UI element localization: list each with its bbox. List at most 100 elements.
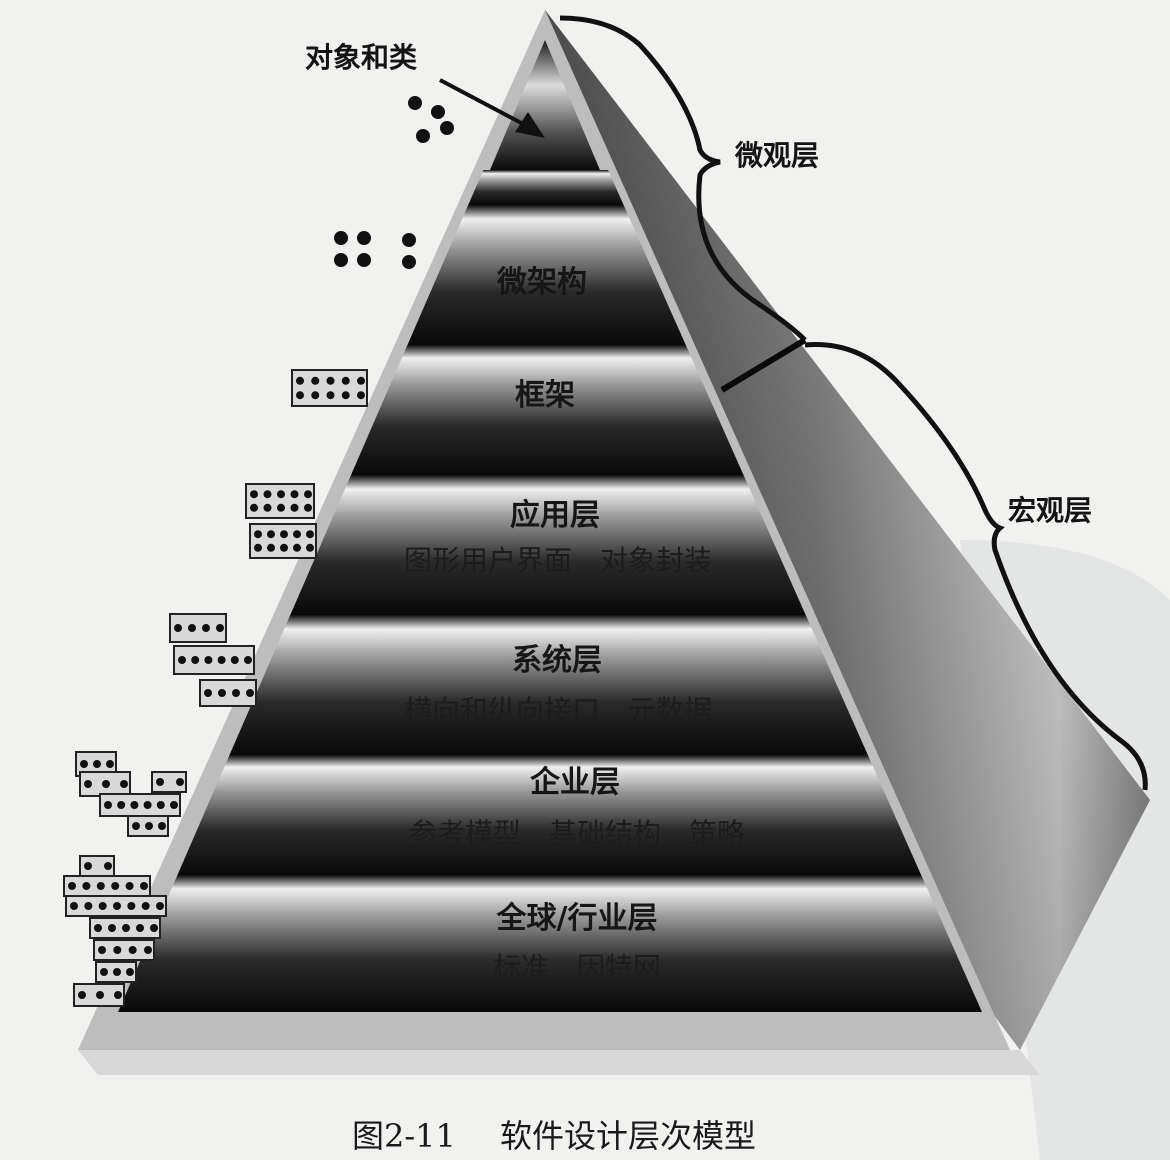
pyramid-band — [407, 205, 686, 345]
component-dot — [96, 991, 104, 999]
layer-subtitle-global-industry: 标准 因特网 — [493, 951, 661, 984]
component-dot — [113, 968, 121, 976]
layer-subtitle-system: 横向和纵向接口 元数据 — [404, 694, 712, 727]
component-dot — [296, 376, 304, 385]
component-dot — [122, 924, 130, 932]
component-dot — [117, 801, 126, 809]
component-dot — [93, 760, 101, 768]
micro-dots — [334, 231, 416, 269]
component-dot — [84, 862, 92, 870]
component-dot — [178, 656, 186, 664]
component-dot — [96, 882, 105, 890]
component-dot — [136, 924, 144, 932]
component-box — [245, 483, 315, 519]
component-dot — [306, 543, 314, 552]
component-dot — [277, 490, 285, 499]
side-face-divider — [720, 337, 807, 393]
component-dot — [218, 689, 226, 697]
component-dot — [150, 924, 158, 932]
component-dot — [156, 778, 164, 786]
component-dot — [188, 624, 196, 632]
pyramid-band — [351, 345, 744, 475]
pyramid-band — [468, 170, 624, 205]
component-dot — [290, 490, 299, 499]
component-box — [249, 523, 317, 559]
component-dot — [102, 780, 110, 788]
component-dot — [304, 503, 312, 512]
component-box — [93, 939, 155, 961]
component-dot — [108, 924, 116, 932]
component-dot — [280, 543, 288, 552]
pyramid-base — [78, 1050, 1040, 1075]
component-dot — [70, 902, 78, 910]
component-dot — [104, 801, 112, 809]
pyramid-bands — [118, 170, 982, 1012]
pyramid-tip — [490, 40, 600, 170]
component-dot — [145, 822, 153, 830]
component-dot — [143, 801, 152, 809]
component-dot — [304, 490, 312, 499]
component-dot — [246, 689, 254, 697]
component-dot — [263, 490, 272, 499]
component-dot — [156, 801, 165, 809]
component-dot — [98, 902, 107, 910]
component-dot — [111, 882, 120, 890]
layer-labels: 微架构 框架 应用层 图形用户界面 对象封装 系统层 横向和纵向接口 元数据 企… — [404, 265, 745, 984]
component-dot — [82, 882, 91, 890]
component-dot — [84, 780, 92, 788]
pyramid-band — [177, 755, 922, 875]
component-dot — [263, 503, 272, 512]
object-dots — [408, 96, 454, 143]
component-dot — [126, 968, 134, 976]
pyramid-band — [229, 615, 868, 755]
component-dot — [98, 946, 106, 954]
component-dot — [230, 656, 239, 664]
component-dot — [326, 376, 335, 385]
component-dot — [250, 503, 258, 512]
component-dot — [306, 530, 314, 539]
component-dot — [132, 822, 140, 830]
objects-arrow-head — [515, 112, 545, 138]
component-dot — [84, 902, 93, 910]
component-dot — [216, 624, 224, 632]
component-dot — [113, 902, 121, 910]
component-dot — [296, 391, 304, 400]
component-dot — [232, 689, 240, 697]
component-dot — [113, 946, 122, 954]
component-dot — [156, 902, 164, 910]
component-dot — [141, 902, 150, 910]
component-dot — [311, 391, 320, 400]
component-dot — [244, 656, 252, 664]
component-dot — [202, 624, 210, 632]
component-dot — [357, 376, 365, 385]
component-dot — [80, 760, 88, 768]
component-dot — [267, 543, 275, 552]
component-dot — [170, 801, 178, 809]
layer-title-global-industry: 全球/行业层 — [496, 901, 658, 936]
component-dot — [254, 530, 262, 539]
component-dot — [267, 530, 275, 539]
layer-title-system: 系统层 — [512, 643, 602, 678]
micro-level-brace — [559, 15, 807, 342]
component-dot — [144, 946, 152, 954]
component-dot — [176, 778, 184, 786]
component-dot — [100, 968, 108, 976]
component-box — [291, 369, 368, 407]
component-dot — [125, 882, 134, 890]
layer-title-application: 应用层 — [510, 498, 600, 533]
component-dot — [78, 991, 86, 999]
layer-title-micro-architecture: 微架构 — [496, 265, 587, 300]
objects-arrow-line — [439, 78, 526, 127]
component-dot — [94, 924, 102, 932]
component-dot — [250, 490, 258, 499]
component-dot — [104, 862, 112, 870]
component-dot — [254, 543, 262, 552]
component-dot — [140, 882, 148, 890]
component-dot — [311, 376, 320, 385]
component-box — [173, 645, 255, 675]
objects-and-classes-label: 对象和类 — [305, 41, 417, 74]
component-dot — [293, 530, 301, 539]
layer-title-framework: 框架 — [515, 378, 575, 413]
component-dot — [290, 503, 299, 512]
component-dot — [217, 656, 226, 664]
